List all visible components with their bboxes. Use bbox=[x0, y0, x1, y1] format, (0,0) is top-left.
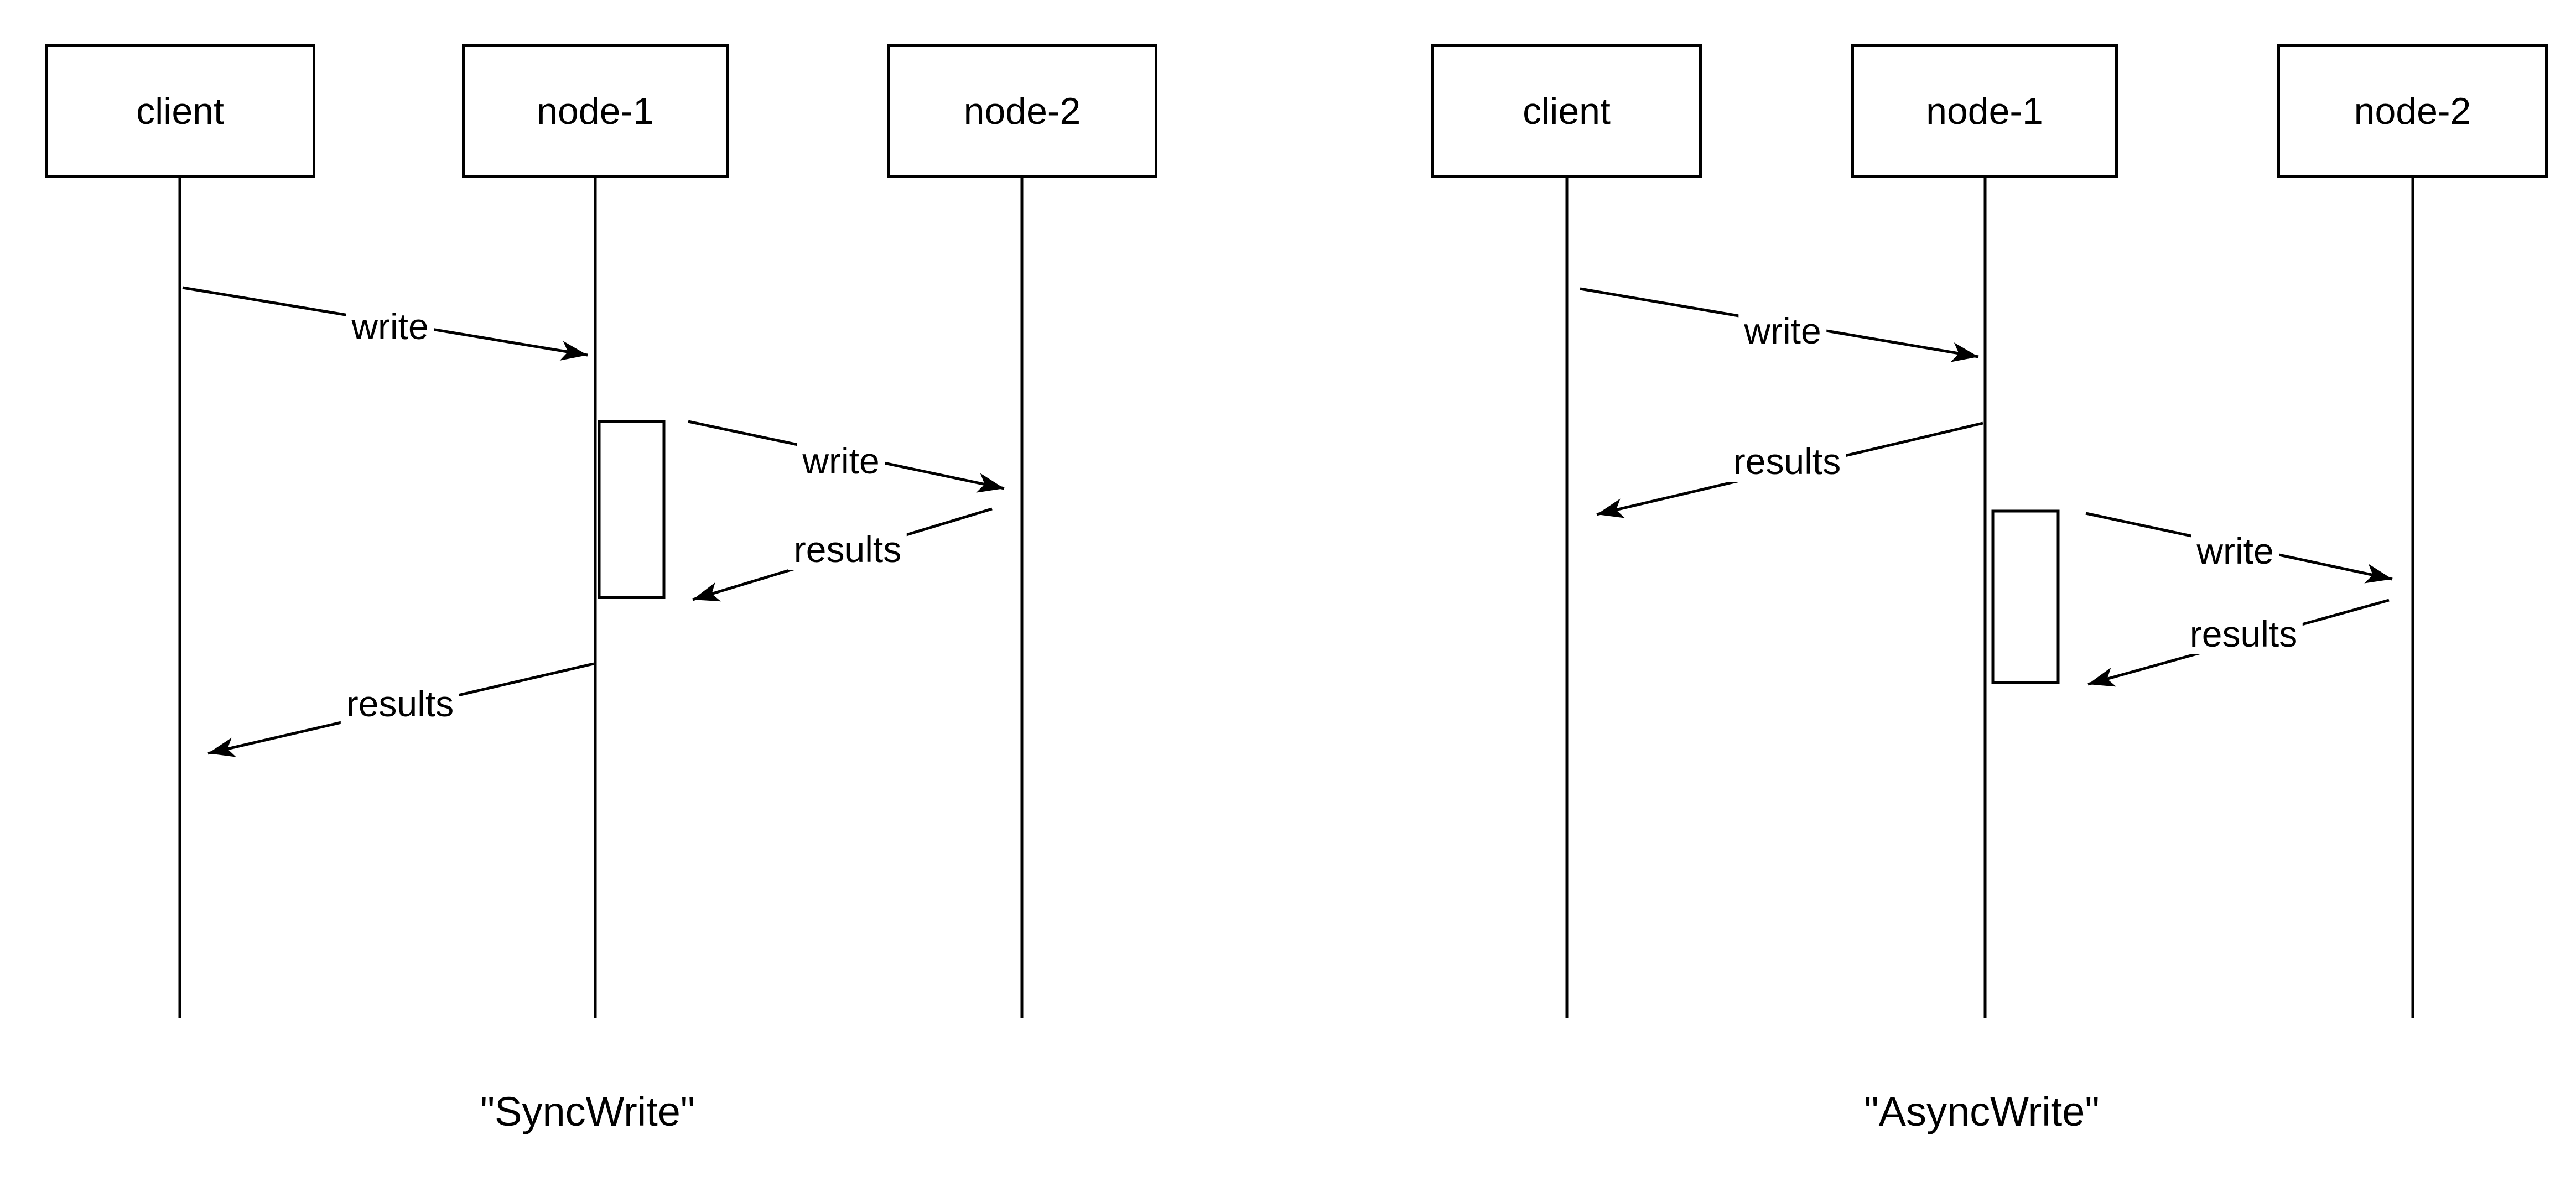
actor-label: node-2 bbox=[2354, 90, 2471, 132]
message-label-async-write-1: write bbox=[1738, 310, 1827, 351]
actor-label: node-1 bbox=[537, 90, 654, 132]
actor-box-sync-node-1: node-1 bbox=[462, 44, 729, 178]
caption-sync-write: "SyncWrite" bbox=[480, 1089, 695, 1134]
actor-box-sync-node-2: node-2 bbox=[887, 44, 1157, 178]
actor-label: node-2 bbox=[963, 90, 1081, 132]
actor-box-async-node-1: node-1 bbox=[1851, 44, 2118, 178]
message-label-async-results-1: results bbox=[1727, 441, 1847, 482]
message-label-sync-results-1: results bbox=[788, 529, 907, 570]
message-label-async-results-2: results bbox=[2184, 613, 2303, 654]
actor-label: client bbox=[1523, 90, 1611, 132]
actor-box-sync-client: client bbox=[45, 44, 315, 178]
actor-label: client bbox=[136, 90, 224, 132]
activation-bar-async-node-1 bbox=[1991, 509, 2060, 684]
caption-async-write: "AsyncWrite" bbox=[1864, 1089, 2100, 1134]
message-label-async-write-2: write bbox=[2191, 530, 2279, 571]
activation-bar-sync-node-1 bbox=[598, 420, 666, 599]
message-label-sync-results-2: results bbox=[340, 683, 460, 724]
message-label-sync-write-1: write bbox=[346, 306, 434, 347]
message-label-sync-write-2: write bbox=[797, 440, 885, 481]
actor-label: node-1 bbox=[1926, 90, 2043, 132]
actor-box-async-node-2: node-2 bbox=[2277, 44, 2548, 178]
actor-box-async-client: client bbox=[1431, 44, 1702, 178]
